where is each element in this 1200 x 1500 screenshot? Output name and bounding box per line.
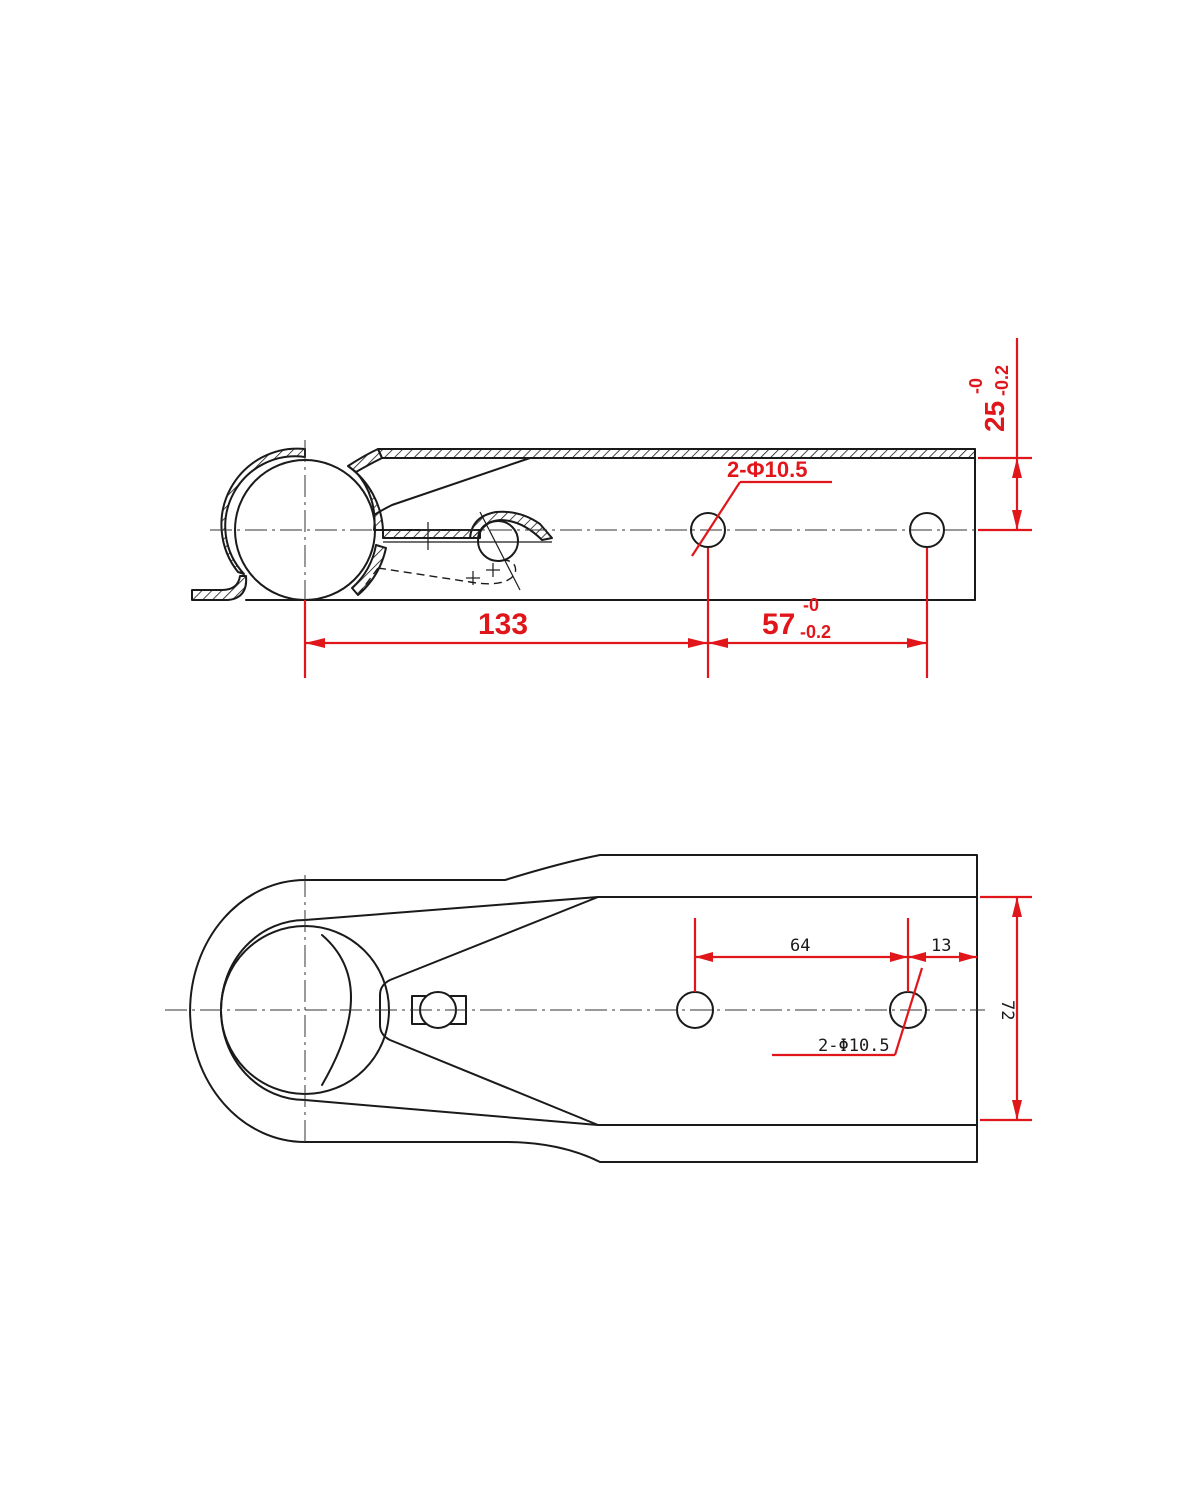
side-view [191,440,976,610]
svg-text:-0: -0 [803,595,819,615]
inner-contour [304,896,978,1126]
inner-wall-slope [373,457,531,516]
dim-64-label: 64 [790,936,810,956]
side-dimensions: 133 57 -0 -0.2 2-Φ10.5 25 -0 -0.2 [303,338,1032,678]
hole-1 [690,512,726,548]
outer-contour [189,854,978,1163]
hidden-lever-2 [357,567,379,596]
cross-mark [427,522,500,585]
hole-label-side: 2-Φ10.5 [727,457,807,482]
svg-text:-0.2: -0.2 [800,622,831,642]
latch-axis [479,511,521,591]
top-view [165,854,985,1163]
top-plate-section [377,448,976,459]
svg-text:-0: -0 [966,378,986,394]
svg-text:-0.2: -0.2 [992,365,1012,396]
svg-text:57: 57 [762,608,795,641]
hole-leader-top [893,967,924,1056]
foot-flange [191,575,248,601]
dim-72-label: 72 [997,1000,1017,1020]
neck-section [347,448,383,473]
eye-ring-lower [351,544,387,596]
top-dimensions: 64 13 72 2-Φ10.5 [693,895,1032,1122]
dim-13-label: 13 [931,936,951,956]
dim-25-label: 25 -0 -0.2 [966,365,1012,432]
hole-leader-side [691,481,741,557]
eye-ring-right [347,465,384,531]
ring-arc [321,934,352,1086]
hole-label-top: 2-Φ10.5 [818,1036,890,1056]
dim-57-label: 57 -0 -0.2 [762,595,831,642]
eye-ring-section [220,447,306,575]
latch-plate-section [382,529,481,539]
svg-text:25: 25 [979,401,1010,432]
hidden-lever [377,559,517,585]
dim-133-label: 133 [478,608,528,641]
latch-pin [477,520,519,562]
